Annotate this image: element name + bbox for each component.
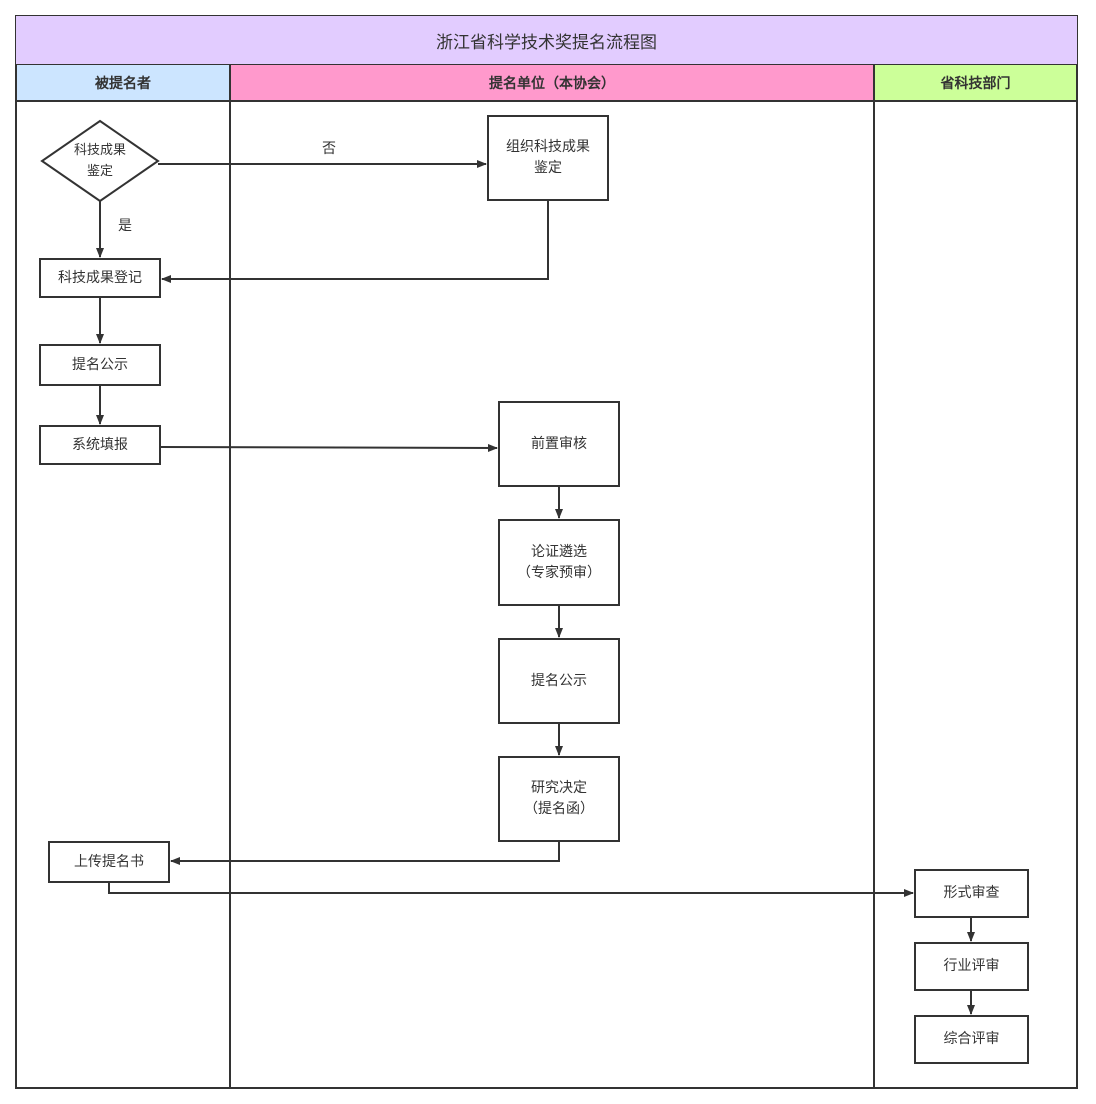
- node-publicity1-label: 提名公示: [72, 356, 128, 373]
- lane-header-bg-nominee: [16, 65, 230, 101]
- lane-header-bg-department: [874, 65, 1077, 101]
- box-organize: [487, 115, 609, 201]
- node-decision-label: 科技成果 鉴定: [73, 143, 126, 179]
- node-formal-label: 形式审查: [943, 885, 1000, 901]
- box-expert: [498, 519, 620, 606]
- arrow-system-prereview: [159, 443, 498, 452]
- lane-header-nominating-unit: 提名单位（本协会）: [489, 75, 615, 92]
- box-system-fill: [39, 425, 161, 465]
- box-publicity2: [498, 638, 620, 724]
- node-organize-label: 组织科技成果 鉴定: [506, 139, 590, 176]
- box-industry: [914, 942, 1029, 991]
- node-industry-label: 行业评审: [943, 958, 1000, 974]
- lane-header-nominee: 被提名者: [95, 75, 151, 92]
- arrow-organize-register: [161, 200, 549, 283]
- box-upload: [48, 841, 170, 883]
- box-register: [39, 258, 161, 298]
- node-upload-label: 上传提名书: [74, 853, 144, 870]
- node-pre-review-label: 前置审核: [531, 435, 587, 452]
- arrow-decide-upload: [170, 841, 560, 865]
- node-system-fill-label: 系统填报: [72, 436, 128, 453]
- node-expert-label: 论证遴选 （专家预审）: [517, 543, 601, 581]
- node-publicity2-label: 提名公示: [531, 672, 587, 689]
- box-decide: [498, 756, 620, 842]
- lane-header-department: 省科技部门: [940, 75, 1011, 92]
- edge-label-no: 否: [322, 141, 336, 157]
- node-decide-label: 研究决定 （提名函）: [524, 780, 594, 817]
- edge-label-yes: 是: [118, 218, 132, 234]
- arrow-upload-formal: [108, 882, 914, 897]
- connectors: [96, 160, 975, 1015]
- node-overall-label: 综合评审: [943, 1031, 1000, 1047]
- process-boxes: [39, 115, 1029, 1064]
- box-publicity1: [39, 344, 161, 386]
- box-overall: [914, 1015, 1029, 1064]
- box-pre-review: [498, 401, 620, 487]
- lane-header-bg-nominating-unit: [230, 65, 874, 101]
- page-title: 浙江省科学技术奖提名流程图: [16, 16, 1077, 64]
- node-register-label: 科技成果登记: [58, 269, 142, 286]
